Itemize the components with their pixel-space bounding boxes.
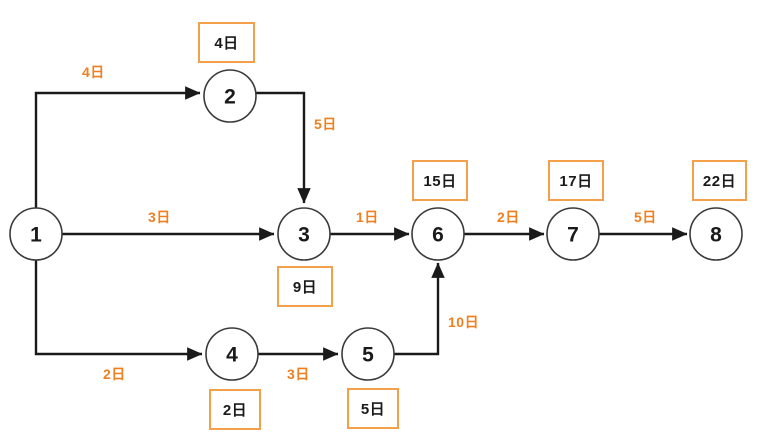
duration-box-node-4: 2日 [209, 389, 261, 430]
edge-label-7-8: 5日 [634, 209, 657, 225]
node-5-circle[interactable] [341, 327, 395, 381]
duration-box-node-2: 4日 [198, 22, 255, 63]
node-6-label: 6 [432, 224, 444, 247]
duration-box-node-8: 22日 [692, 160, 747, 201]
node-6-circle[interactable] [411, 207, 465, 261]
edge-label-1-2: 4日 [82, 64, 105, 80]
edge-label-3-6: 1日 [356, 209, 379, 225]
duration-box-node-5-text: 5日 [360, 401, 386, 418]
node-5[interactable]: 5 [341, 327, 395, 381]
duration-box-node-3: 9日 [277, 266, 333, 307]
node-3[interactable]: 3 [277, 207, 331, 261]
duration-box-node-5: 5日 [347, 388, 399, 429]
node-4-circle[interactable] [205, 327, 259, 381]
node-7-circle[interactable] [546, 207, 600, 261]
duration-box-node-6-text: 15日 [423, 173, 457, 190]
node-7[interactable]: 7 [546, 207, 600, 261]
edge-label-5-6: 10日 [448, 314, 480, 330]
edge-label-6-7: 2日 [497, 209, 520, 225]
node-1-label: 1 [30, 224, 42, 247]
node-8[interactable]: 8 [689, 207, 743, 261]
duration-box-node-7-text: 17日 [559, 173, 593, 190]
node-2-circle[interactable] [203, 69, 257, 123]
node-4[interactable]: 4 [205, 327, 259, 381]
edge-label-4-5: 3日 [287, 366, 310, 382]
edge-path-1-2 [34, 86, 201, 208]
node-1-circle[interactable] [9, 207, 63, 261]
node-1[interactable]: 1 [9, 207, 63, 261]
edge-label-2-3: 5日 [314, 116, 337, 132]
node-3-label: 3 [298, 224, 310, 247]
edge-label-1-4: 2日 [103, 366, 126, 382]
duration-box-node-4-text: 2日 [222, 402, 248, 419]
node-2-label: 2 [224, 86, 236, 109]
duration-box-node-6: 15日 [412, 160, 468, 201]
edge-path-1-4 [34, 260, 203, 361]
edge-path-5-6 [394, 262, 445, 356]
edge-label-1-3: 3日 [148, 209, 171, 225]
node-3-circle[interactable] [277, 207, 331, 261]
node-5-label: 5 [362, 344, 374, 367]
node-7-label: 7 [567, 224, 579, 247]
edge-path-2-3 [256, 91, 311, 204]
duration-box-node-7: 17日 [548, 160, 604, 201]
node-6[interactable]: 6 [411, 207, 465, 261]
node-8-circle[interactable] [689, 207, 743, 261]
duration-box-node-8-text: 22日 [702, 173, 737, 190]
node-2[interactable]: 2 [203, 69, 257, 123]
node-4-label: 4 [226, 344, 238, 367]
duration-box-node-3-text: 9日 [292, 279, 318, 296]
duration-box-node-2-text: 4日 [214, 35, 239, 52]
node-8-label: 8 [710, 224, 722, 247]
